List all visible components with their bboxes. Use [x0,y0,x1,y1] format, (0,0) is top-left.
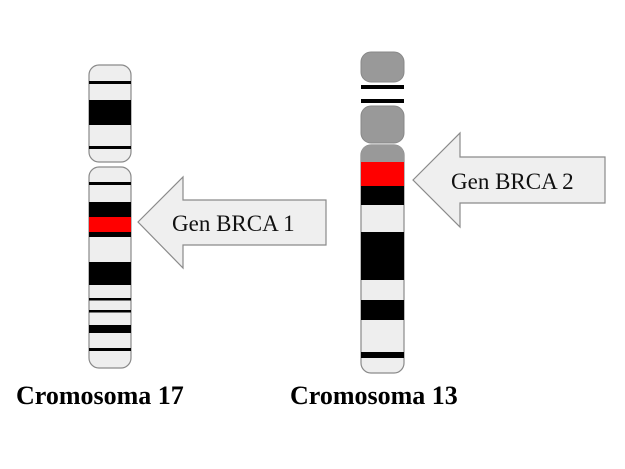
brca1-band [89,217,131,232]
brca2-band [361,162,404,186]
satellite [360,51,405,83]
chromosome-13 [360,51,405,374]
gene-label-brca1: Gen BRCA 1 [172,211,295,236]
gene-label-brca2: Gen BRCA 2 [451,169,574,194]
chromosome-17-label: Cromosoma 17 [16,381,184,410]
chromosome-17-p-arm [88,64,132,163]
brca2-arrow [412,131,606,229]
brca1-arrow [137,175,327,270]
chromosome-17-q-arm [88,166,132,369]
chromosome-17 [88,64,132,369]
chromosome-13-label: Cromosoma 13 [290,381,458,410]
